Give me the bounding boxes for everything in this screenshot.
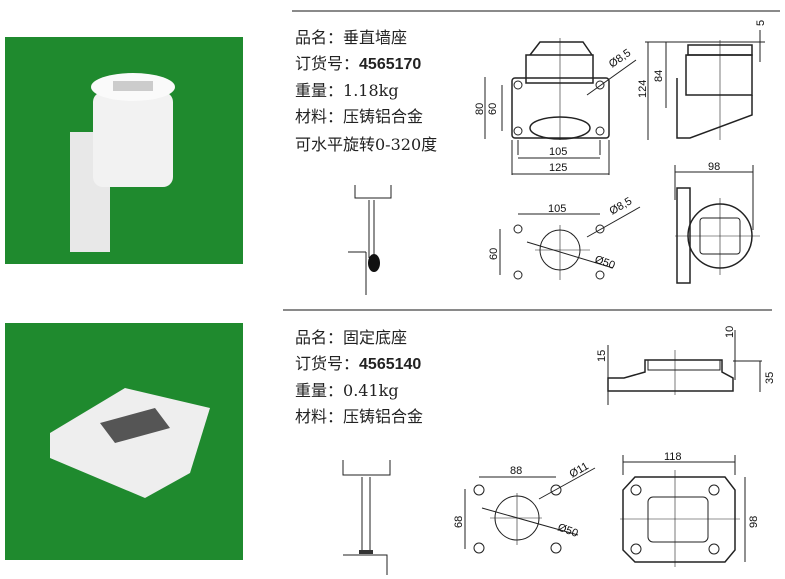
side-view-wall: 124 84 5 bbox=[637, 20, 767, 140]
product-name-row: 品名：垂直墙座 bbox=[295, 25, 437, 51]
dimension-label: 68 bbox=[453, 516, 465, 528]
label: 材料： bbox=[295, 407, 344, 426]
dimension-label: Ø11 bbox=[568, 460, 591, 480]
label: 重量： bbox=[295, 381, 344, 400]
wall-mount-image bbox=[70, 73, 175, 252]
label: 订货号： bbox=[295, 354, 360, 373]
hole-pattern-base: 88 Ø11 68 Ø50 bbox=[453, 460, 596, 554]
weight-row: 重量：0.41kg bbox=[295, 378, 423, 404]
product-name: 固定底座 bbox=[343, 328, 408, 347]
product-name-row: 品名：固定底座 bbox=[295, 325, 423, 351]
dimension-label: 60 bbox=[487, 103, 499, 115]
base-mount-image bbox=[50, 388, 210, 498]
order-number-row: 订货号：4565140 bbox=[295, 351, 423, 378]
install-diagram-wall bbox=[348, 185, 392, 295]
material: 压铸铝合金 bbox=[343, 407, 424, 426]
dimension-label: Ø50 bbox=[593, 254, 617, 272]
product-name: 垂直墙座 bbox=[343, 28, 408, 47]
dimension-label: 10 bbox=[724, 326, 736, 338]
weight: 0.41kg bbox=[343, 381, 399, 400]
dimension-label: 35 bbox=[764, 372, 776, 384]
hole-pattern-wall: 105 Ø8,5 60 Ø50 bbox=[488, 195, 641, 280]
weight: 1.18kg bbox=[343, 81, 399, 100]
base-mount-photo bbox=[5, 323, 243, 560]
material-row: 材料：压铸铝合金 bbox=[295, 104, 437, 130]
weight-row: 重量：1.18kg bbox=[295, 78, 437, 104]
label: 订货号： bbox=[295, 54, 360, 73]
dimension-label: Ø50 bbox=[556, 522, 580, 540]
label: 品名： bbox=[295, 28, 344, 47]
side-view-base: 15 10 35 bbox=[596, 326, 776, 405]
order-number: 4565140 bbox=[359, 356, 422, 373]
dimension-label: 5 bbox=[755, 20, 767, 26]
dimension-label: 105 bbox=[549, 146, 567, 158]
dimension-label: 105 bbox=[548, 203, 566, 215]
top-view-wall: 98 bbox=[674, 161, 760, 284]
dimension-label: 60 bbox=[488, 248, 500, 260]
section-divider bbox=[292, 10, 780, 12]
dimension-label: Ø8,5 bbox=[607, 47, 633, 71]
dimension-label: Ø8,5 bbox=[608, 195, 635, 217]
label: 品名： bbox=[295, 328, 344, 347]
order-number-row: 订货号：4565170 bbox=[295, 51, 437, 78]
product-specs-base-mount: 品名：固定底座 订货号：4565140 重量：0.41kg 材料：压铸铝合金 bbox=[295, 325, 423, 430]
dimension-label: 124 bbox=[637, 80, 649, 98]
dimension-label: 15 bbox=[596, 350, 608, 362]
front-view-wall: 105 125 80 60 Ø8,5 bbox=[474, 38, 637, 175]
wall-mount-photo bbox=[5, 37, 243, 264]
material-row: 材料：压铸铝合金 bbox=[295, 404, 423, 430]
dimension-label: 98 bbox=[748, 516, 760, 528]
dimension-label: 125 bbox=[549, 162, 567, 174]
dimension-label: 84 bbox=[653, 70, 665, 82]
label: 材料： bbox=[295, 107, 344, 126]
dimension-label: 80 bbox=[474, 103, 486, 115]
label: 重量： bbox=[295, 81, 344, 100]
dimension-label: 98 bbox=[708, 161, 720, 173]
order-number: 4565170 bbox=[359, 56, 422, 73]
dimension-label: 88 bbox=[510, 465, 522, 477]
section-divider bbox=[283, 309, 772, 311]
dimension-label: 118 bbox=[664, 451, 682, 463]
rotation-note: 可水平旋转0-320度 bbox=[295, 135, 438, 154]
product-specs-wall-mount: 品名：垂直墙座 订货号：4565170 重量：1.18kg 材料：压铸铝合金 可… bbox=[295, 25, 437, 158]
install-diagram-base bbox=[342, 460, 391, 575]
material: 压铸铝合金 bbox=[343, 107, 424, 126]
top-view-base: 118 98 bbox=[620, 451, 760, 567]
